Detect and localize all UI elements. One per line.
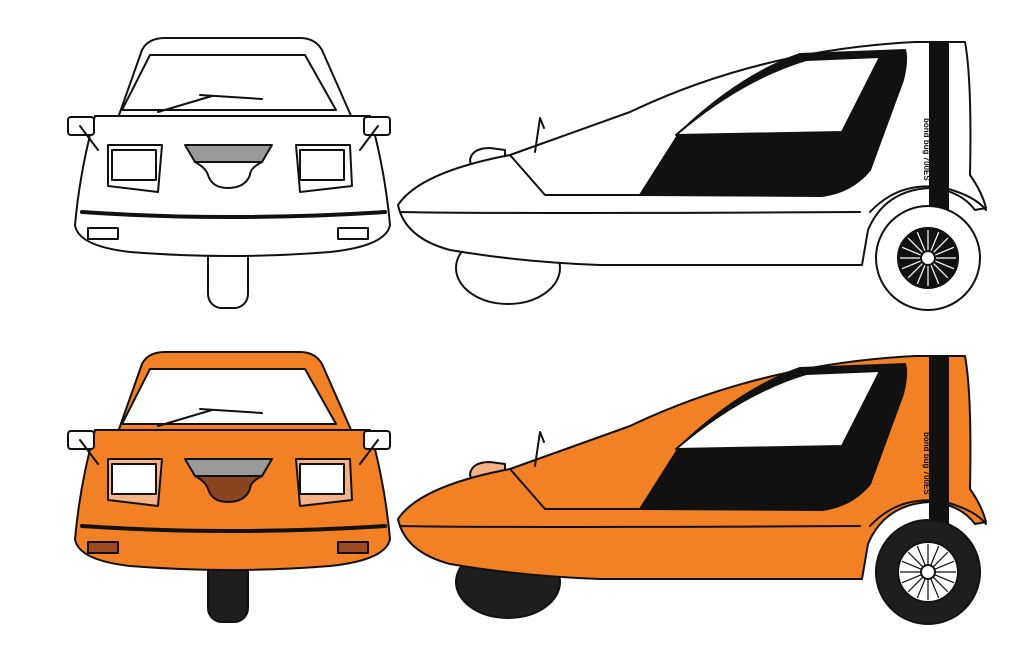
indicator-left <box>87 227 119 240</box>
antenna <box>534 117 545 153</box>
windshield <box>121 54 337 111</box>
body-crease <box>399 211 861 214</box>
rear-fender <box>869 499 987 527</box>
grille <box>184 144 273 163</box>
front-view-orange <box>67 351 391 623</box>
headlight-lens-right <box>299 463 345 495</box>
decal-logo: bond bug 700ES <box>922 118 931 181</box>
side-view-orange: bond bug 700ES <box>397 355 987 625</box>
headlight-lens-left <box>111 149 157 181</box>
bumper-stripe <box>80 210 387 219</box>
hub-cap <box>920 564 936 580</box>
hub-cap <box>920 250 936 266</box>
rear-fender <box>869 185 987 213</box>
windscreen-edge <box>509 468 641 510</box>
side-window <box>675 370 881 450</box>
mirror-arm <box>79 125 379 151</box>
wiper <box>157 408 263 427</box>
indicator-left <box>87 541 119 554</box>
windshield <box>121 368 337 425</box>
indicator-right <box>337 541 369 554</box>
windscreen-edge <box>509 154 641 196</box>
headlight-lens-right <box>299 149 345 181</box>
headlight-lens-left <box>111 463 157 495</box>
front-view-line-art <box>67 37 391 309</box>
grille <box>184 458 273 477</box>
nose-vent <box>194 161 263 189</box>
body-crease <box>399 525 861 528</box>
side-view-line-art: bond bug 700ES <box>397 41 987 311</box>
nose-vent <box>194 475 263 503</box>
indicator-right <box>337 227 369 240</box>
wiper <box>157 94 263 113</box>
bumper-stripe <box>80 524 387 533</box>
mirror-arm <box>79 439 379 465</box>
side-window <box>675 56 881 136</box>
decal-logo: bond bug 700ES <box>922 432 931 495</box>
antenna <box>534 431 545 467</box>
